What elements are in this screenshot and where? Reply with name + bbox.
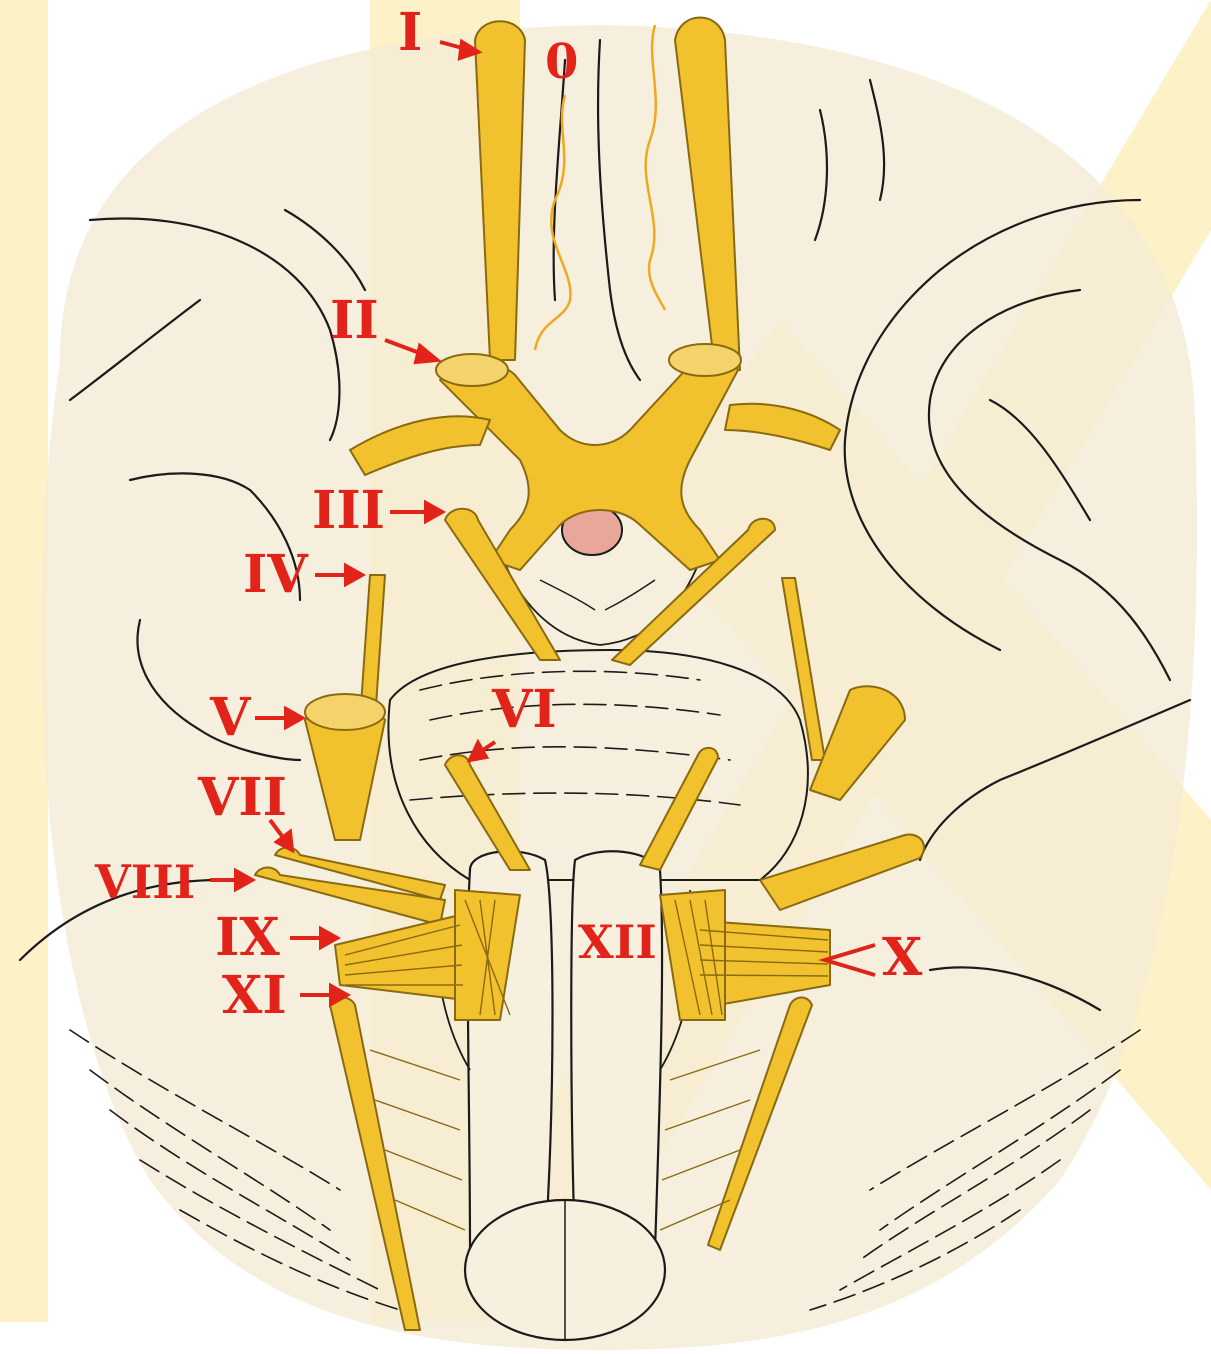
label-n6: VI	[491, 679, 557, 740]
optic-nerve-cut-right	[669, 344, 741, 376]
label-n5: V	[209, 687, 252, 748]
label-olfactory-zero: 0	[545, 34, 578, 90]
label-n8: VIII	[94, 855, 195, 909]
label-n9: IX	[215, 907, 280, 968]
label-n4: IV	[243, 544, 309, 605]
label-n2: II	[330, 290, 379, 351]
label-n7: VII	[197, 767, 287, 828]
optic-nerve-cut-left	[436, 354, 508, 386]
label-n1: I	[398, 2, 422, 63]
label-n12: XII	[578, 915, 657, 969]
label-n11: XI	[222, 965, 287, 1026]
label-n3: III	[312, 480, 385, 541]
label-n10: X	[882, 927, 923, 988]
